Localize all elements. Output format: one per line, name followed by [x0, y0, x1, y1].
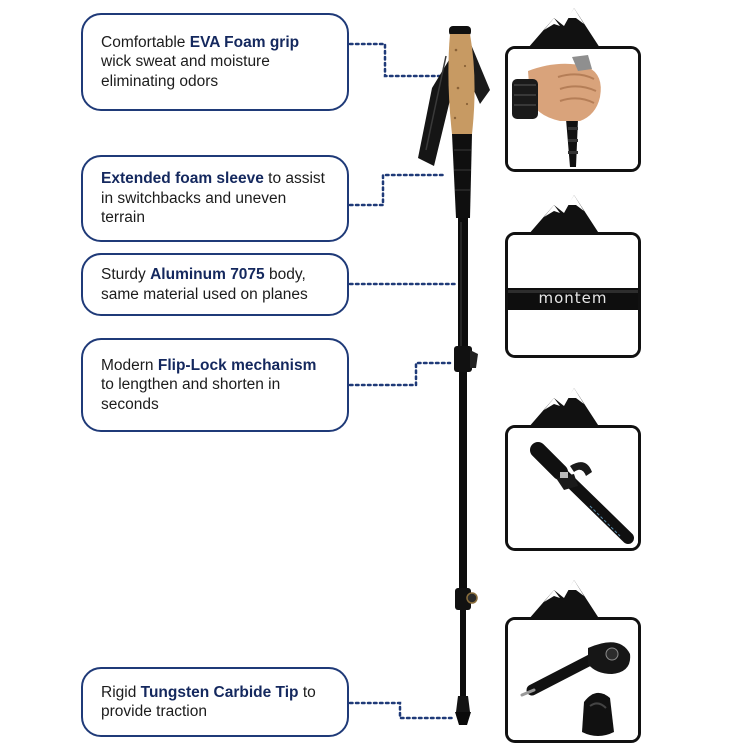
callout-foam-sleeve: Extended foam sleeve to assist in switch… [81, 155, 349, 242]
detail-panel-pole-body: montem [505, 232, 641, 358]
foam-sleeve [452, 134, 472, 218]
hand-gripping-pole-image [508, 49, 638, 169]
mountain-icon [528, 8, 600, 48]
callout-text-bold: Flip-Lock mechanism [157, 356, 317, 374]
detail-panel-flip-lock [505, 425, 641, 551]
leader-line-grip [348, 42, 444, 78]
callout-text-post: to assist in switchbacks and uneven terr… [101, 170, 325, 227]
mountain-icon [528, 195, 600, 235]
callout-flip-lock: Modern Flip-Lock mechanism to lengthen a… [81, 338, 349, 432]
pole-shaft-closeup-image [508, 235, 638, 355]
wrist-strap [418, 42, 490, 166]
callout-text-pre: Rigid [101, 683, 141, 701]
pole-brand-label: montem [538, 289, 608, 307]
callout-text-pre: Comfortable [101, 33, 190, 51]
callout-text-pre: Modern [101, 356, 158, 374]
callout-text-bold: Tungsten Carbide Tip [140, 683, 299, 701]
detail-panel-tip [505, 617, 641, 743]
mountain-icon [528, 580, 600, 620]
detail-panel-grip-in-hand [505, 46, 641, 172]
leader-lines [348, 42, 457, 720]
callout-aluminum-body: Sturdy Aluminum 7075 body, same material… [81, 253, 349, 316]
carbide-tip-closeup-image [508, 620, 638, 740]
callout-text-pre: Sturdy [101, 266, 151, 283]
callout-text-bold: EVA Foam grip [189, 33, 300, 51]
callout-carbide-tip: Rigid Tungsten Carbide Tip to provide tr… [81, 667, 349, 737]
flip-lock-lower [455, 588, 478, 610]
leader-line-lock [348, 361, 452, 387]
cork-grip [448, 26, 475, 134]
callout-text-post: to provide traction [101, 683, 316, 721]
flip-lock-closeup-image [508, 428, 638, 548]
pole-shaft [458, 218, 468, 698]
callout-text-post: wick sweat and moisture eliminating odor… [101, 53, 270, 90]
callout-text-post: body, same material used on planes [101, 266, 308, 303]
callout-text-bold: Aluminum 7075 [150, 266, 265, 283]
callout-eva-foam-grip: Comfortable EVA Foam grip wick sweat and… [81, 13, 349, 111]
leader-line-sleeve [348, 173, 447, 207]
callout-text-bold: Extended foam sleeve [101, 170, 264, 188]
callout-text-post: to lengthen and shorten in seconds [101, 376, 281, 413]
flip-lock-upper [454, 346, 478, 372]
carbide-tip [455, 696, 471, 725]
leader-line-tip [348, 701, 457, 720]
mountain-icon [528, 388, 600, 428]
